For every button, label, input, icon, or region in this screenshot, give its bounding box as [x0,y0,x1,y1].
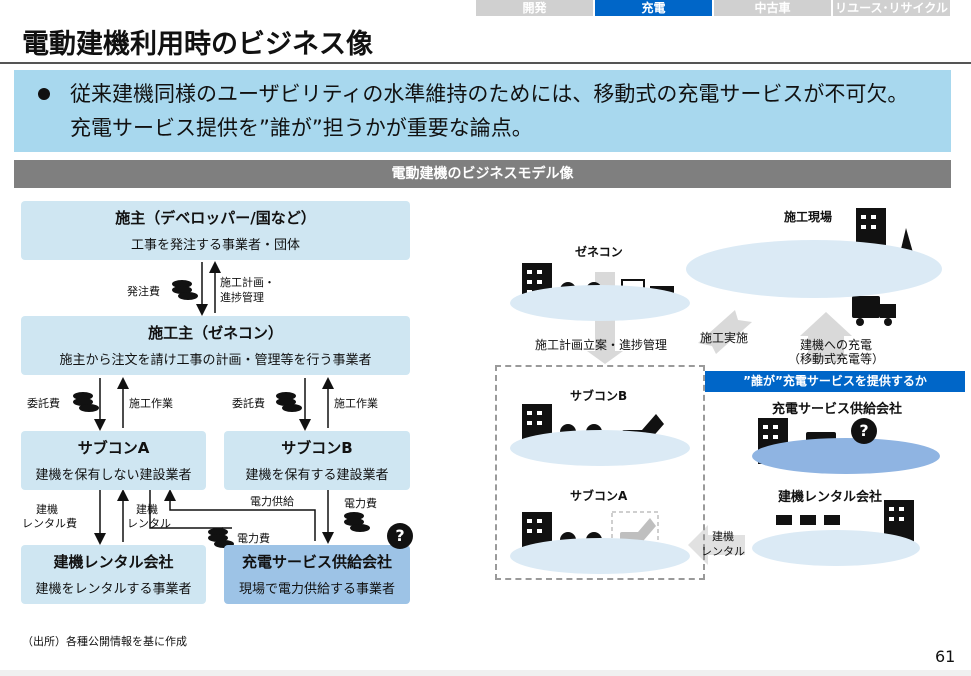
owner-title: 施主（デベロッパー/国など） [115,209,316,227]
owner-desc: 工事を発注する事業者・団体 [130,238,300,253]
label-rental-1: 建機 [136,503,158,516]
subcon-b-box: サブコンB 建機を保有する建設業者 [224,431,410,490]
subcon-b-label: サブコンB [570,389,628,403]
label-rental-2: レンタル [127,517,171,530]
subcon-a-label: サブコンA [570,489,628,503]
subcon-b-ellipse [510,430,690,466]
subcon-a-title: サブコンA [77,439,150,457]
charging-provider-title: 充電サービス供給会社 [241,553,392,571]
subcon-a-ellipse [510,538,690,574]
owner-box: 施主（デベロッパー/国など） 工事を発注する事業者・団体 [21,201,410,260]
page-number: 61 [935,647,956,666]
charging-company-ellipse [752,438,940,474]
subcon-b-desc: 建機を保有する建設業者 [245,468,389,483]
tab-reuse-recycle[interactable]: リユース･リサイクル [833,0,950,16]
bullet-icon [38,88,50,100]
plan-arrow-label: 施工計画立案・進捗管理 [535,338,668,352]
label-commission-b: 委託費 [232,397,265,410]
contractor-desc: 施主から注文を請け工事の計画・管理等を行う事業者 [59,353,372,368]
label-commission-a: 委託費 [27,397,60,410]
rental-title: 建機レンタル会社 [53,553,174,571]
subcon-a-desc: 建機を保有しない建設業者 [35,468,192,483]
question-mark-icon-right: ? [851,418,877,444]
label-rental-fee-1: 建機 [36,503,58,516]
summary-box: 従来建機同様のユーザビリティの水準維持のためには、移動式の充電サービスが不可欠。… [14,70,951,152]
rental-arrow-label-2: レンタル [701,545,745,558]
tab-used-vehicles[interactable]: 中古車 [714,0,831,16]
bottom-strip [0,670,971,676]
tab-development[interactable]: 開発 [476,0,593,16]
label-order-fee: 発注費 [127,285,160,298]
summary-line-1: 従来建機同様のユーザビリティの水準維持のためには、移動式の充電サービスが不可欠。 [70,82,909,106]
question-mark-icon: ? [387,523,413,549]
rental-company-label: 建機レンタル会社 [778,490,883,505]
title-divider [0,62,971,64]
subcon-group-frame [495,365,705,580]
contractor-box: 施工主（ゼネコン） 施主から注文を請け工事の計画・管理等を行う事業者 [21,316,410,375]
charging-provider-desc: 現場で電力供給する事業者 [238,582,395,597]
charging-provider-box: 充電サービス供給会社 現場で電力供給する事業者 [224,545,410,604]
top-tabs: 開発 充電 中古車 リユース･リサイクル [476,0,952,16]
zenecon-ellipse [510,285,690,321]
label-power-fee-b: 電力費 [344,497,377,510]
label-work-a: 施工作業 [129,397,173,410]
charging-company-label: 充電サービス供給会社 [772,402,903,417]
label-work-b: 施工作業 [334,397,378,410]
site-label: 施工現場 [784,210,833,224]
site-ellipse [686,240,942,298]
page-title: 電動建機利用時のビジネス像 [22,29,373,60]
label-plan-mgmt-1: 施工計画・ [220,276,275,289]
exec-arrow-label: 施工実施 [700,331,749,345]
label-rental-fee-2: レンタル費 [22,517,77,530]
zenecon-label: ゼネコン [575,245,623,259]
contractor-title: 施工主（ゼネコン） [148,324,283,342]
provider-question-banner: ”誰が”充電サービスを提供するか [705,371,965,392]
rental-desc: 建機をレンタルする事業者 [35,582,192,597]
source-note: （出所）各種公開情報を基に作成 [22,635,187,648]
rental-company-ellipse [752,530,920,566]
charge-arrow-label-2: （移動式充電等） [788,352,885,366]
subcon-b-title: サブコンB [281,439,353,457]
tab-charging[interactable]: 充電 [595,0,712,16]
subcon-a-box: サブコンA 建機を保有しない建設業者 [21,431,206,490]
rental-box: 建機レンタル会社 建機をレンタルする事業者 [21,545,206,604]
label-power-fee-a: 電力費 [237,532,270,545]
summary-line-2: 充電サービス提供を”誰が”担うかが重要な論点。 [70,116,533,140]
charge-arrow-label-1: 建機への充電 [800,338,873,352]
label-plan-mgmt-2: 進捗管理 [220,291,264,304]
label-power-supply: 電力供給 [250,495,294,508]
rental-arrow-label-1: 建機 [712,530,734,543]
section-title: 電動建機のビジネスモデル像 [14,160,951,188]
